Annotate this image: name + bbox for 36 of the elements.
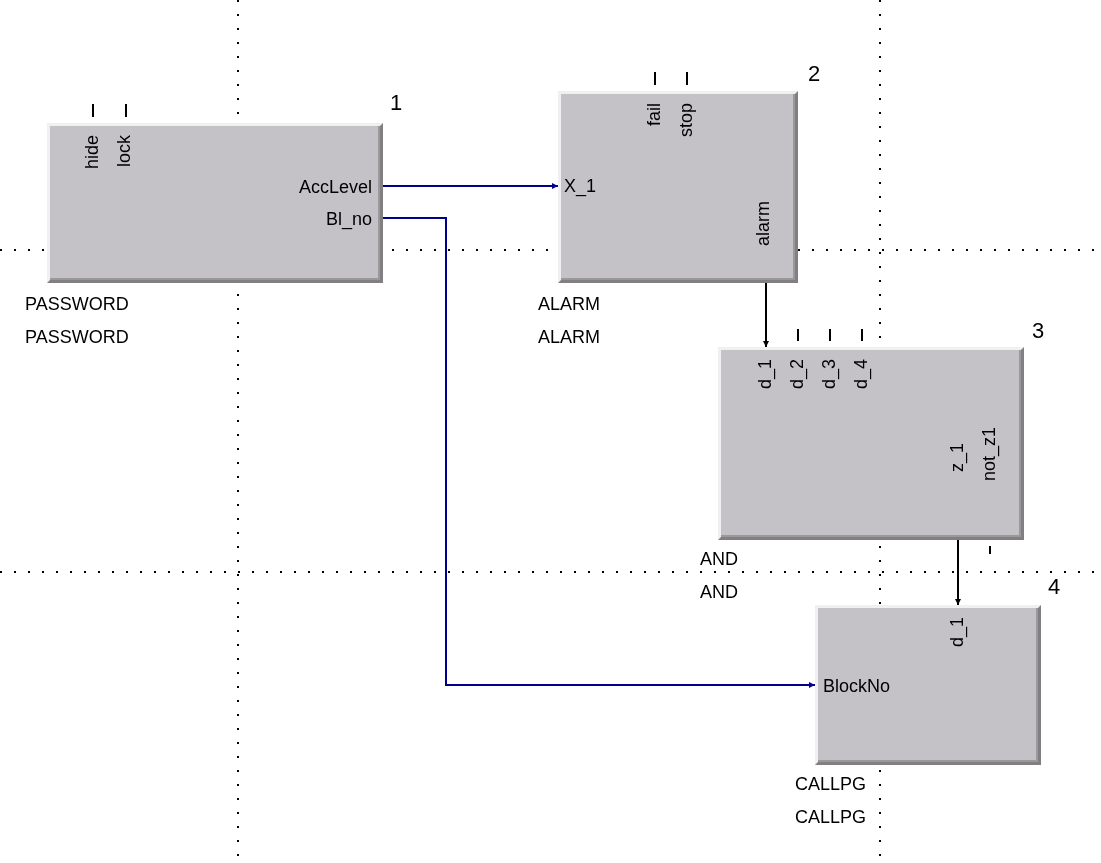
connector-arrow [382,217,816,688]
block-type-label: ALARM [538,328,600,346]
function-block [718,347,1024,540]
block-type-label: CALLPG [795,808,867,826]
pin-label: d_1 [756,359,774,390]
pin-label: AccLevel [298,178,372,196]
block-type-label: PASSWORD [25,328,129,346]
connector-arrow [382,183,559,189]
block-type-label: ALARM [538,295,600,313]
pin-label: Bl_no [325,210,372,228]
connector-arrow [763,282,769,348]
pin-label: X_1 [564,177,597,195]
pin-label: d_3 [820,359,838,390]
block-number: 2 [808,63,821,85]
pin-label: alarm [754,201,772,246]
function-block [815,605,1041,765]
pin-label: lock [115,135,133,167]
block-number: 3 [1032,320,1045,342]
pin-label: fail [645,103,663,126]
block-type-label: PASSWORD [25,295,129,313]
block-type-label: AND [700,550,738,568]
block-number: 1 [390,92,403,114]
pin-label: d_4 [852,359,870,390]
block-type-label: AND [700,583,738,601]
pin-label: d_2 [788,359,806,390]
block-type-label: CALLPG [795,775,867,793]
connector-arrow [955,539,961,606]
pin-label: z_1 [948,443,966,473]
block-number: 4 [1048,576,1061,598]
function-block [558,91,798,283]
function-block [47,123,383,283]
pin-label: BlockNo [823,677,891,695]
pin-label: d_1 [948,617,966,648]
pin-label: hide [83,135,101,170]
pin-label: stop [677,103,695,138]
pin-label: not_z1 [980,427,998,482]
